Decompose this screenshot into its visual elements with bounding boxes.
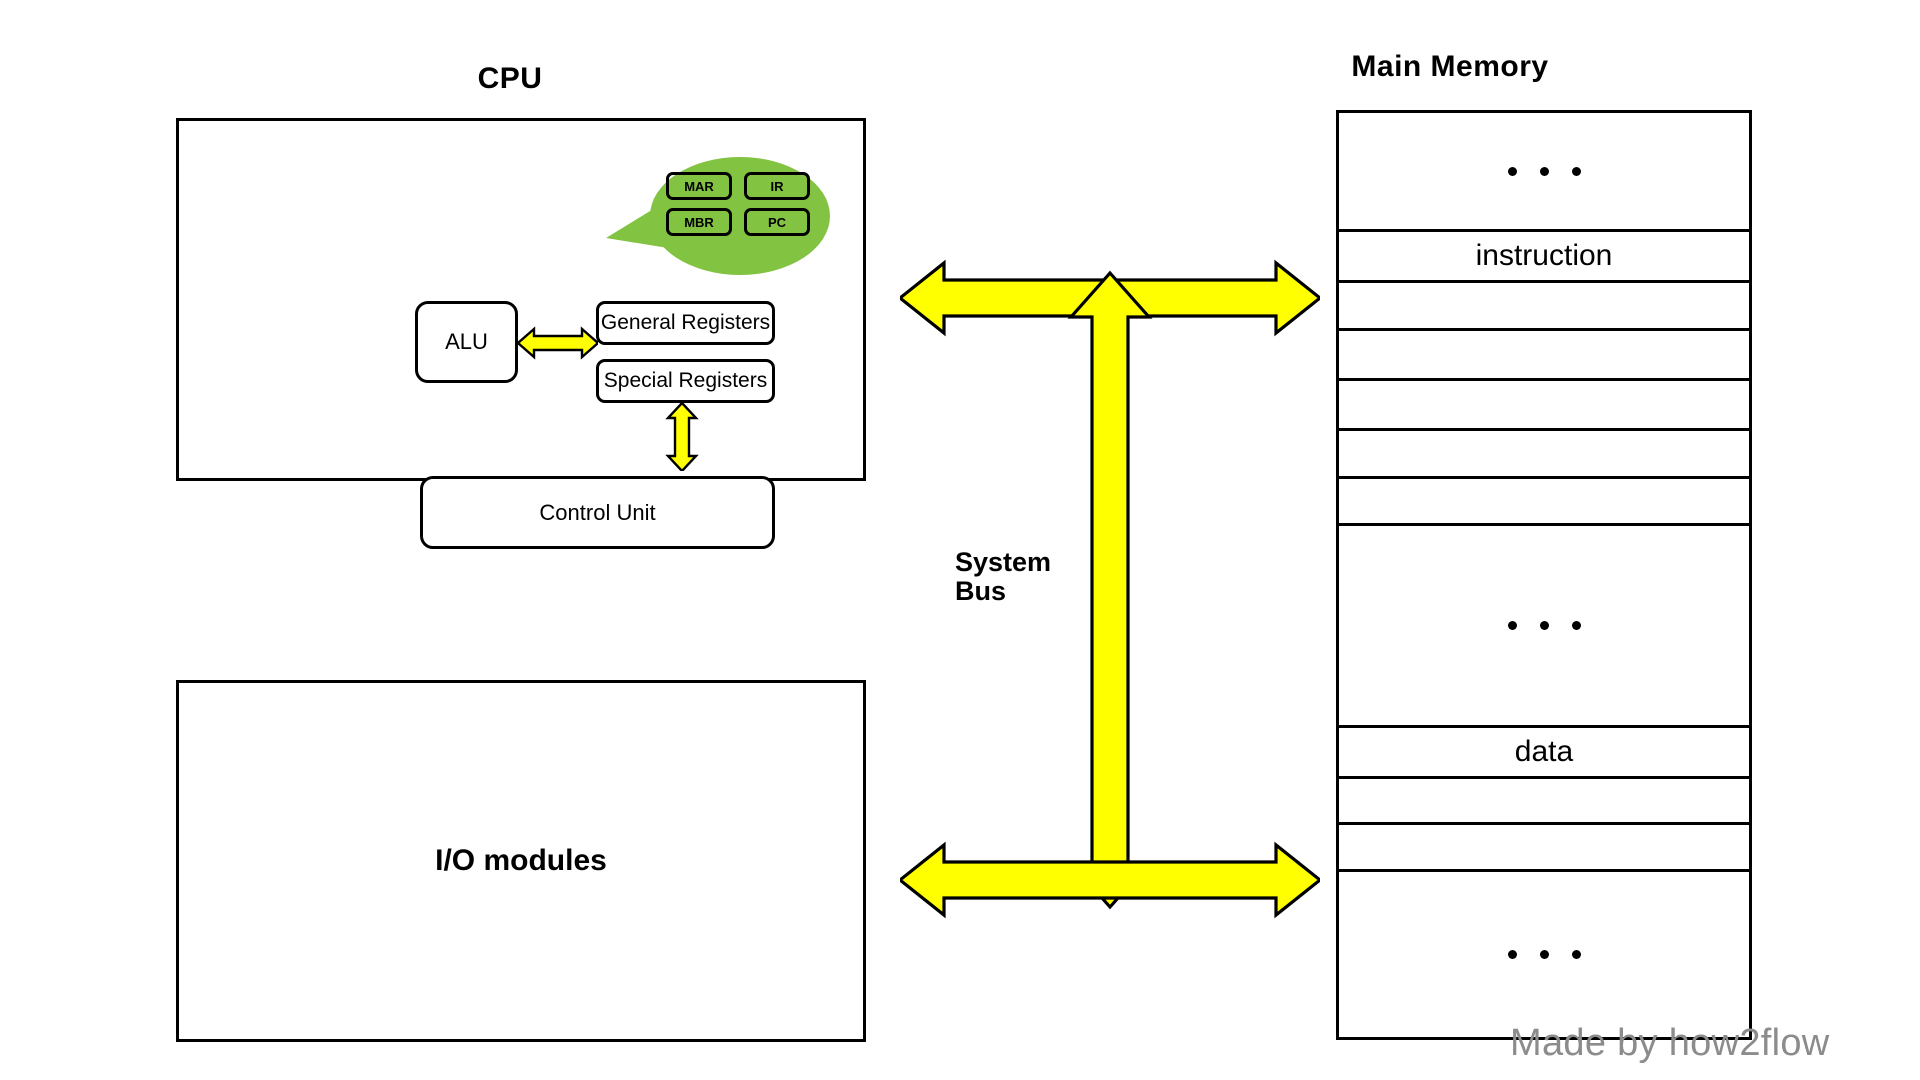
io-modules-label: I/O modules xyxy=(435,844,607,877)
general-registers-box[interactable]: General Registers xyxy=(596,301,775,345)
memory-row xyxy=(1339,431,1749,479)
memory-row xyxy=(1339,113,1749,232)
special-registers-callout: MAR IR MBR PC xyxy=(606,152,830,279)
alu-to-registers-arrow-icon xyxy=(518,326,598,360)
vertical-bus-trunk-arrow-icon xyxy=(1067,270,1153,910)
memory-row: data xyxy=(1339,728,1749,779)
ellipsis-icon xyxy=(1507,621,1581,630)
alu-box[interactable]: ALU xyxy=(415,301,518,383)
memory-row: instruction xyxy=(1339,232,1749,283)
io-to-memory-bus-arrow-icon xyxy=(900,841,1320,919)
register-chip-pc[interactable]: PC xyxy=(744,208,810,236)
special-registers-to-control-unit-arrow-icon xyxy=(665,403,699,471)
io-modules-box[interactable]: I/O modules xyxy=(176,680,866,1042)
register-chip-mbr[interactable]: MBR xyxy=(666,208,732,236)
memory-cell-label: data xyxy=(1514,735,1574,768)
system-bus-label: System Bus xyxy=(955,547,1052,607)
main-memory-title: Main Memory xyxy=(1351,50,1549,83)
watermark-credit: Made by how2flow xyxy=(1510,1022,1830,1064)
special-registers-box[interactable]: Special Registers xyxy=(596,359,775,403)
memory-row xyxy=(1339,381,1749,431)
callout-register-grid: MAR IR MBR PC xyxy=(666,172,826,236)
memory-row xyxy=(1339,779,1749,825)
system-bus-arrows xyxy=(900,259,1320,919)
ellipsis-icon xyxy=(1507,166,1581,176)
callout-bubble-shape-icon xyxy=(606,157,830,275)
memory-row xyxy=(1339,872,1749,1037)
control-unit-box[interactable]: Control Unit xyxy=(420,476,775,549)
ellipsis-icon xyxy=(1507,950,1581,959)
memory-row xyxy=(1339,479,1749,526)
memory-row xyxy=(1339,331,1749,381)
register-chip-ir[interactable]: IR xyxy=(744,172,810,200)
memory-row xyxy=(1339,825,1749,872)
memory-row xyxy=(1339,526,1749,728)
memory-row xyxy=(1339,283,1749,331)
cpu-title: CPU xyxy=(477,62,543,95)
register-chip-mar[interactable]: MAR xyxy=(666,172,732,200)
memory-cell-label: instruction xyxy=(1475,239,1613,272)
main-memory-box: instruction data xyxy=(1336,110,1752,1040)
